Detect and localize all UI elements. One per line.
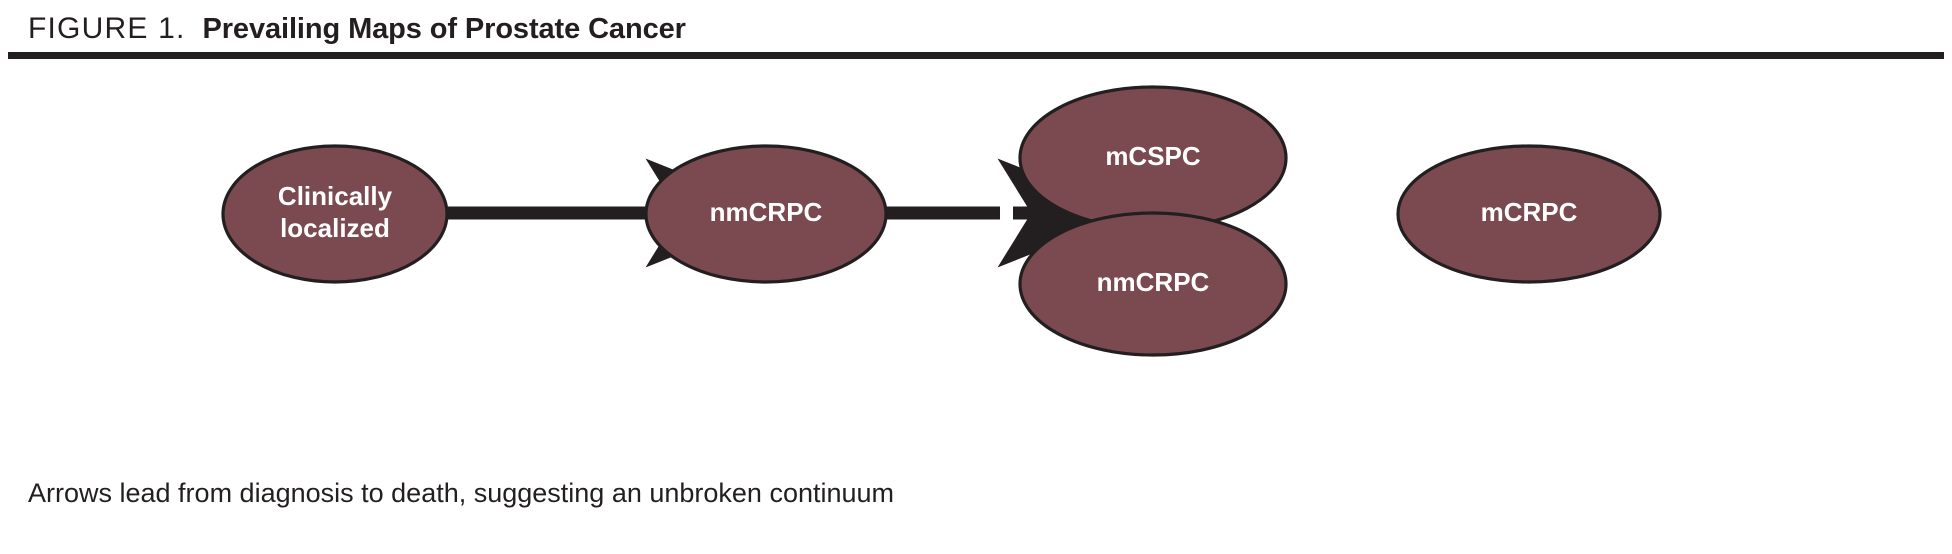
node-mcspc[interactable]: mCSPC — [1018, 85, 1288, 231]
node-label: mCSPC — [1105, 141, 1201, 171]
node-nmcrpc-late[interactable]: nmCRPC — [1018, 211, 1288, 357]
node-label-line1: Clinically — [278, 181, 393, 211]
header-divider-rule — [8, 52, 1944, 59]
node-ellipse — [644, 144, 888, 284]
diagram-canvas: Clinically localized nmCRPC mCSPC nmCRPC… — [221, 85, 1662, 357]
node-nmcrpc-early[interactable]: nmCRPC — [644, 144, 888, 284]
node-label: mCRPC — [1481, 197, 1578, 227]
node-label: nmCRPC — [710, 197, 823, 227]
node-label-line2: localized — [280, 213, 390, 243]
page-title: Prevailing Maps of Prostate Cancer — [202, 13, 686, 45]
prostate-cancer-flow-diagram: Clinically localized nmCRPC mCSPC nmCRPC… — [0, 62, 1952, 462]
node-label: nmCRPC — [1097, 267, 1210, 297]
figure-caption: Arrows lead from diagnosis to death, sug… — [28, 478, 895, 508]
node-mcrpc[interactable]: mCRPC — [1396, 144, 1662, 284]
figure-header: FIGURE 1. Prevailing Maps of Prostate Ca… — [0, 0, 1952, 62]
node-ellipse — [221, 144, 449, 284]
node-clinically-localized[interactable]: Clinically localized — [221, 144, 449, 284]
figure-number-label: FIGURE 1. — [28, 12, 186, 45]
node-ellipse — [1018, 211, 1288, 357]
figure-header-text: FIGURE 1. Prevailing Maps of Prostate Ca… — [28, 12, 686, 46]
node-ellipse — [1396, 144, 1662, 284]
